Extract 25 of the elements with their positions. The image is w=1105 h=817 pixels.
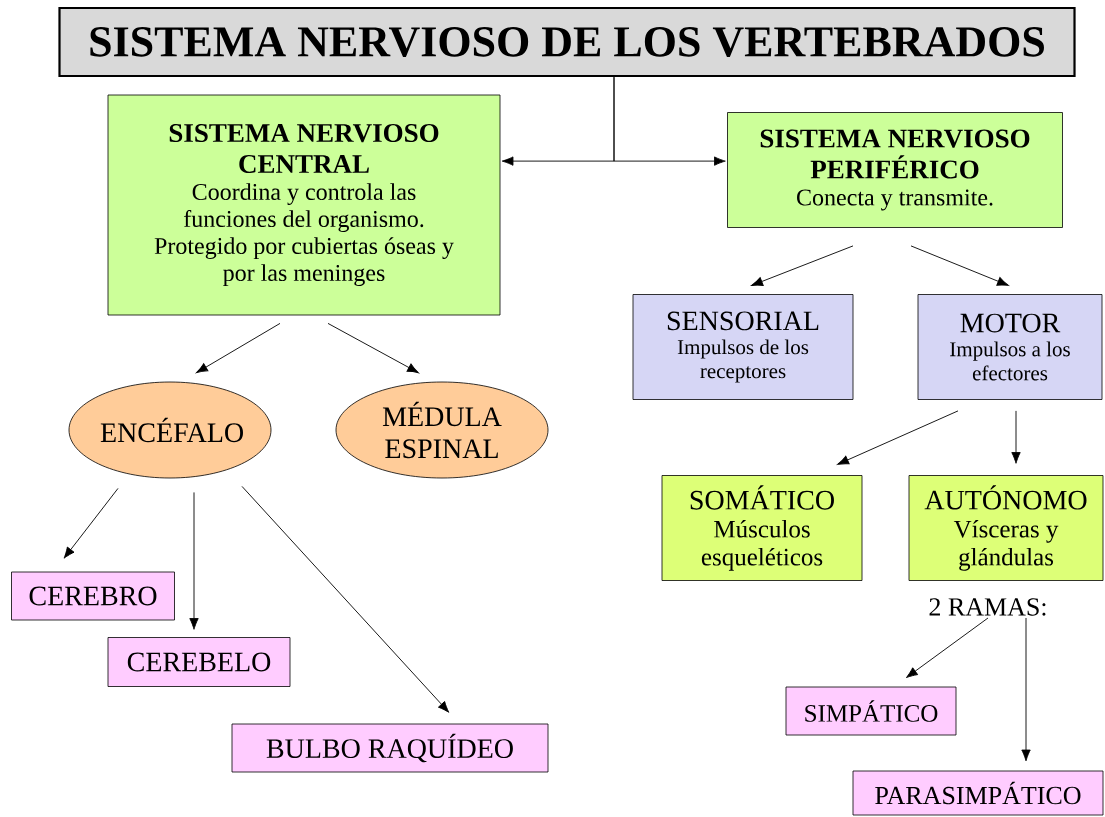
concept-box: MOTOR Impulsos a los efectores: [917, 294, 1103, 400]
arrow: [327, 322, 419, 374]
arrow: [751, 245, 854, 286]
concept-box: SISTEMA NERVIOSO CENTRAL Coordina y controla las funciones del organismo. Protegido por cubiertas óseas y por las meninges: [107, 94, 501, 316]
concept-box: BULBO RAQUÍDEO: [231, 723, 549, 773]
arrow: [63, 487, 119, 559]
arrow: [837, 410, 959, 465]
branch-label: 2 RAMAS:: [929, 598, 1046, 616]
concept-box: SENSORIAL Impulsos de los receptores: [632, 294, 854, 400]
arrow: [189, 491, 199, 630]
concept-box: SISTEMA NERVIOSO PERIFÉRICO Conecta y transmite.: [727, 112, 1063, 228]
concept-box: AUTÓNOMO Vísceras y glándulas: [908, 475, 1104, 581]
arrow: [1011, 410, 1021, 464]
concept-box: CEREBRO: [11, 571, 175, 621]
arrow: [906, 617, 989, 678]
arrow: [241, 485, 450, 713]
concept-box: PARASIMPÁTICO: [852, 770, 1104, 816]
concept-box: CEREBELO: [107, 637, 291, 687]
title-box: SISTEMA NERVIOSO DE LOS VERTEBRADOS: [58, 6, 1076, 78]
arrow: [1021, 617, 1031, 762]
arrow: [196, 322, 281, 374]
concept-box: SIMPÁTICO: [785, 686, 957, 736]
arrow: [613, 76, 726, 166]
arrow: [910, 245, 1009, 286]
concept-box: SOMÁTICO Músculos esqueléticos: [661, 475, 863, 581]
